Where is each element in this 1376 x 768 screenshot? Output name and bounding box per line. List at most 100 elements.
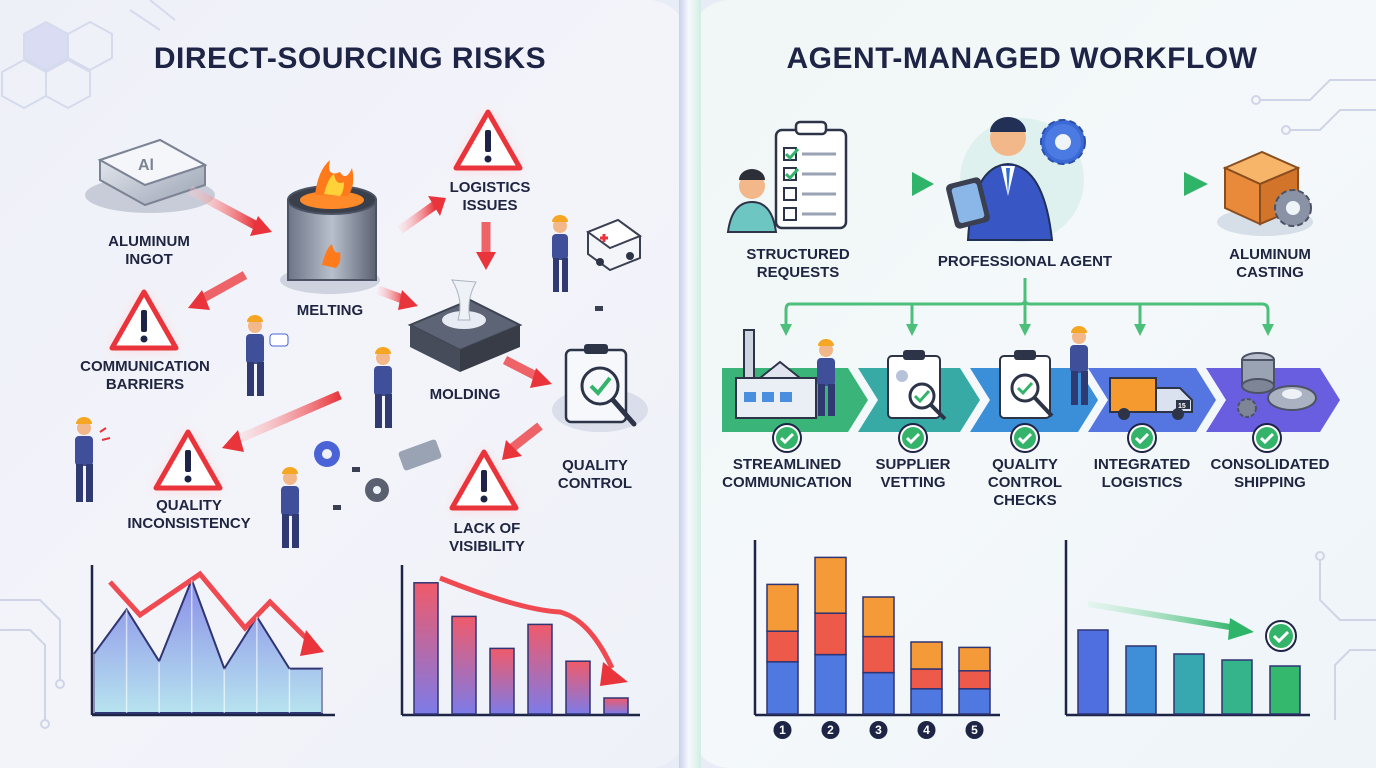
stacked-bar-1-segment-1: [766, 583, 799, 632]
branch-connector: [784, 278, 1270, 328]
label-line: REQUESTS: [756, 264, 840, 281]
quality-control-clipboard-icon: [552, 344, 648, 432]
professional-agent-icon: [946, 117, 1084, 242]
risk-arrows: [187, 186, 552, 460]
trend-arrow: [439, 575, 615, 670]
label-line: STREAMLINED: [732, 456, 842, 473]
panel-divider: [679, 0, 701, 768]
green-bar-5: [1269, 665, 1301, 715]
warning-icon: [453, 109, 523, 171]
gear-icon: [1040, 119, 1086, 165]
green-arrow: [1104, 172, 1208, 196]
aluminum-ingot-icon: Al: [85, 138, 215, 213]
aluminum-casting-box-icon: [1217, 150, 1313, 236]
worker-icon: [281, 467, 299, 548]
category-label-2: 2: [827, 723, 834, 737]
check-badge-icon: [1010, 423, 1040, 453]
bar-4: [527, 623, 553, 715]
right-title: AGENT-MANAGED WORKFLOW: [786, 42, 1258, 75]
hexagon-decoration: [1, 0, 176, 110]
trend-arrowhead: [600, 662, 628, 686]
step-label-consolidated-shipping: CONSOLIDATED SHIPPING: [1200, 456, 1340, 492]
bar-2: [451, 615, 477, 715]
check-badge-icon: [772, 423, 802, 453]
label-line: INTEGRATED: [1093, 456, 1191, 473]
trend-arrow: [108, 570, 312, 644]
delivery-truck-icon: 15: [1109, 377, 1193, 420]
bar-6: [603, 697, 629, 715]
label-aluminum-casting: ALUMINUM CASTING: [1210, 246, 1330, 282]
step-label-streamlined-communication: STREAMLINED COMMUNICATION: [714, 456, 860, 492]
stacked-bar-1-segment-2: [766, 630, 799, 663]
gear-parts-icon: [314, 306, 603, 510]
worker-icon: [246, 315, 289, 396]
right-green-bar-chart: [1064, 540, 1310, 717]
label-professional-agent: PROFESSIONAL AGENT: [937, 253, 1113, 270]
category-badge-3: [869, 721, 888, 739]
casting-parts-icon: [1237, 352, 1317, 418]
label-line: INCONSISTENCY: [127, 515, 251, 532]
worker-icon: [374, 347, 392, 428]
label-structured-requests: STRUCTURED REQUESTS: [728, 246, 868, 282]
category-label-5: 5: [971, 723, 978, 737]
bar-5: [565, 660, 591, 715]
label-line: LOGISTICS: [449, 179, 531, 196]
stacked-bar-5-segment-2: [958, 670, 991, 690]
label-line: CHECKS: [993, 492, 1057, 509]
green-bar-2: [1125, 645, 1157, 715]
label-line: CONTROL: [987, 474, 1063, 491]
check-badge-icon: [1127, 423, 1157, 453]
label-line: VETTING: [880, 474, 946, 491]
category-badge-5: [965, 721, 984, 739]
category-label-3: 3: [875, 723, 882, 737]
label-communication-barriers: COMMUNICATION BARRIERS: [64, 358, 226, 394]
checklist-icon: [774, 120, 848, 230]
worker-icon: [817, 339, 835, 416]
green-bar-1: [1077, 629, 1109, 715]
stacked-bar-5-segment-3: [958, 688, 991, 715]
label-line: QUALITY: [992, 456, 1058, 473]
label-quality-inconsistency: QUALITY INCONSISTENCY: [114, 497, 264, 533]
warning-icon: [153, 429, 223, 491]
ingot-symbol: Al: [138, 157, 154, 174]
check-badge-icon: [1252, 423, 1282, 453]
label-line: STRUCTURED: [746, 246, 850, 263]
label-line: SHIPPING: [1234, 474, 1306, 491]
label-line: SUPPLIER: [875, 456, 951, 473]
label-line: INGOT: [125, 251, 173, 268]
label-logistics-issues: LOGISTICS ISSUES: [430, 179, 550, 215]
supplier-vetting-icon: [887, 350, 947, 421]
green-bar-4: [1221, 659, 1253, 715]
category-badge-4: [917, 721, 936, 739]
truck-number: 15: [1178, 403, 1186, 410]
label-line: ISSUES: [462, 197, 518, 214]
stacked-bar-2-segment-2: [814, 612, 847, 656]
bar-3: [489, 647, 515, 715]
label-line: COMMUNICATION: [722, 474, 852, 491]
quality-check-icon: [999, 350, 1054, 419]
label-line: BARRIERS: [105, 376, 185, 393]
label-line: QUALITY: [562, 457, 628, 474]
label-molding: MOLDING: [429, 386, 501, 403]
bar-1: [413, 582, 439, 715]
stacked-bar-1-segment-3: [766, 661, 799, 715]
label-aluminum-ingot: ALUMINUM INGOT: [84, 233, 214, 269]
step-label-integrated-logistics: INTEGRATED LOGISTICS: [1082, 456, 1202, 492]
label-line: COMMUNICATION: [80, 358, 210, 375]
requester-icon: [726, 169, 778, 233]
check-badge-icon: [898, 423, 928, 453]
stacked-bar-4-segment-1: [910, 641, 943, 670]
label-lack-of-visibility: LACK OF VISIBILITY: [432, 520, 542, 556]
step-label-quality-control-checks: QUALITY CONTROL CHECKS: [975, 456, 1075, 510]
stacked-bar-4-segment-3: [910, 688, 943, 715]
molding-icon: [407, 279, 523, 372]
warning-icon: [449, 449, 519, 511]
label-line: LOGISTICS: [1101, 474, 1183, 491]
worker-icon: [552, 215, 568, 292]
label-line: LACK OF: [453, 520, 521, 537]
left-area-chart: [90, 565, 335, 717]
green-bar-3: [1173, 653, 1205, 715]
warning-icon: [109, 289, 179, 351]
ambulance-truck-icon: [585, 218, 643, 272]
left-bar-chart: [400, 565, 640, 717]
